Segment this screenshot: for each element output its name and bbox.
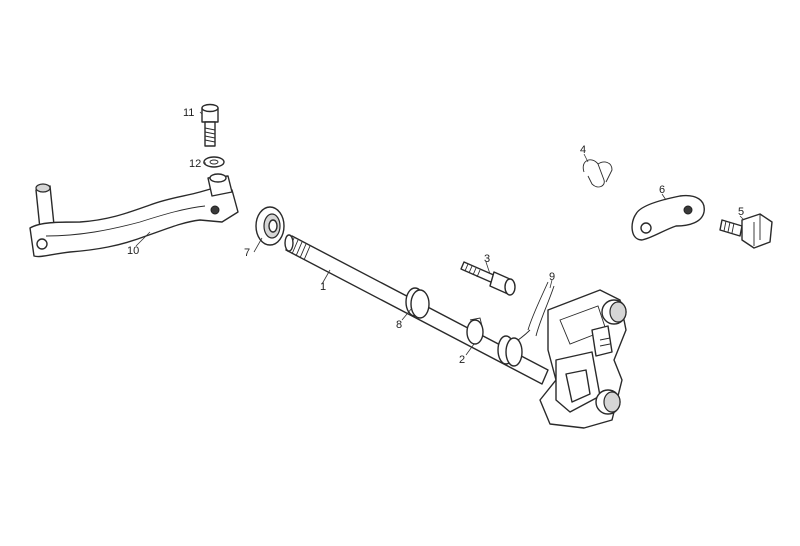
part-12-washer: [203, 156, 225, 168]
callout-4: 4: [580, 144, 586, 156]
callout-10: 10: [127, 245, 139, 257]
callout-2: 2: [459, 354, 465, 366]
part-3-stopper-bolt: [460, 261, 516, 296]
callout-11: 11: [183, 107, 194, 119]
part-11-bolt: [201, 103, 219, 147]
part-10-shift-lever: [29, 173, 239, 258]
part-7-oil-seal: [255, 206, 285, 246]
part-4-clip: [582, 159, 613, 188]
shift-mechanism-assembly: [497, 289, 627, 429]
part-6-stopper-plate: [631, 194, 705, 241]
part-8-collar: [405, 287, 430, 319]
callout-labels: 11 12 10 7 1 8 2 3 9 4 6 5: [127, 107, 744, 366]
callout-9: 9: [549, 271, 555, 283]
callout-5: 5: [738, 206, 744, 218]
callout-7: 7: [244, 247, 250, 259]
leader-lines: [135, 111, 745, 356]
callout-12: 12: [189, 158, 201, 170]
callout-3: 3: [484, 253, 490, 265]
part-5-hex-bolt: [719, 213, 773, 249]
callout-6: 6: [659, 184, 665, 196]
callout-8: 8: [396, 319, 402, 331]
callout-1: 1: [320, 281, 326, 293]
part-2-circlip: [466, 317, 484, 345]
